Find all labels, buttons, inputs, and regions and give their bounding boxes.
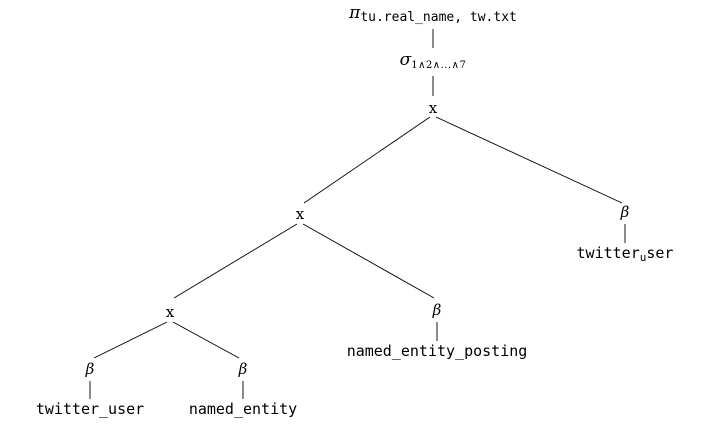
relation-named-entity-posting: named_entity_posting <box>347 344 528 359</box>
relation-name-suffix: ser <box>646 244 674 262</box>
relation-name-prefix: twitter <box>576 244 640 262</box>
join-mid-node: x <box>296 206 304 222</box>
join-inner-node: x <box>166 304 174 320</box>
projection-attributes: tu.real_name, tw.txt <box>360 10 517 25</box>
relation-twitter-user-right: twitteruser <box>576 244 674 264</box>
relation-name: named_entity_posting <box>346 342 528 360</box>
beta-symbol: β <box>620 203 630 221</box>
edge-root-right <box>435 116 623 204</box>
edge-mid-left <box>173 223 298 299</box>
relation-name-sub: u <box>639 251 647 264</box>
beta-twitter-user-right-node: β <box>621 204 630 220</box>
join-root-symbol: x <box>428 99 438 117</box>
join-mid-symbol: x <box>295 205 305 223</box>
relation-name: named_entity <box>188 400 298 418</box>
edge-inner-left <box>93 321 168 359</box>
relation-name: twitter_user <box>35 400 145 418</box>
sigma-symbol: σ <box>399 50 412 70</box>
edge-mid-right <box>302 223 435 299</box>
beta-symbol: β <box>432 301 442 319</box>
edge-inner-right <box>172 321 240 359</box>
beta-named-entity-node: β <box>239 361 248 377</box>
join-root-node: x <box>429 100 437 116</box>
beta-symbol: β <box>238 360 248 378</box>
beta-symbol: β <box>85 360 95 378</box>
pi-symbol: π <box>349 3 361 23</box>
selection-condition: 1∧2∧...∧7 <box>411 60 467 71</box>
relation-twitter-user-left: twitter_user <box>36 402 144 417</box>
join-inner-symbol: x <box>165 303 175 321</box>
beta-named-entity-posting-node: β <box>433 302 442 318</box>
beta-twitter-user-left-node: β <box>86 361 95 377</box>
edge-root-left <box>303 116 431 204</box>
relation-named-entity: named_entity <box>189 402 297 417</box>
projection-node: πtu.real_name, tw.txt <box>349 3 517 25</box>
selection-node: σ1∧2∧...∧7 <box>400 52 467 71</box>
